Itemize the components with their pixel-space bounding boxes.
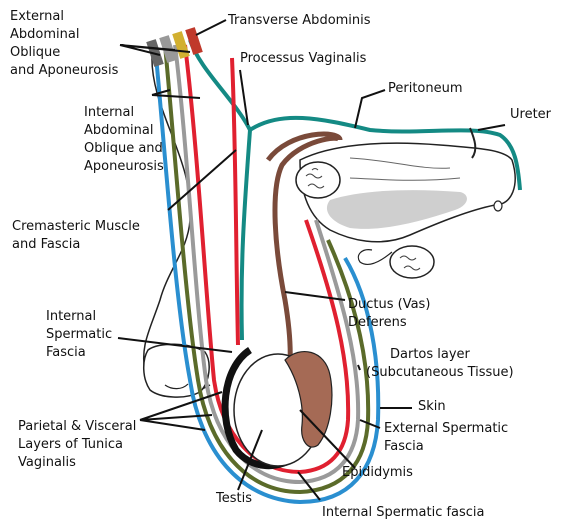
label-transverse-abdominis: Transverse Abdominis	[227, 13, 371, 28]
label-tunica-vaginalis: Parietal & Visceral Layers of Tunica Vag…	[18, 419, 140, 470]
label-external-spermatic: External Spermatic Fascia	[384, 421, 512, 454]
label-peritoneum: Peritoneum	[388, 81, 463, 96]
label-external-oblique: External Abdominal Oblique and Aponeuros…	[10, 9, 119, 78]
cremasteric-layer	[232, 58, 238, 345]
label-processus-vaginalis: Processus Vaginalis	[240, 51, 367, 66]
label-internal-spermatic-left: Internal Spermatic Fascia	[46, 309, 116, 360]
label-testis: Testis	[215, 491, 252, 506]
label-internal-oblique: Internal Abdominal Oblique and Aponeuros…	[84, 105, 167, 174]
label-ureter: Ureter	[510, 107, 552, 122]
cord-section-lower	[390, 246, 434, 278]
label-epididymis: Epididymis	[342, 465, 413, 480]
label-ductus-deferens: Ductus (Vas) Deferens	[348, 297, 435, 330]
label-internal-spermatic-bottom: Internal Spermatic fascia	[322, 505, 485, 520]
label-cremasteric: Cremasteric Muscle and Fascia	[12, 219, 144, 252]
cord-section-upper	[296, 162, 340, 198]
label-dartos: Dartos layer (Subcutaneous Tissue)	[366, 347, 514, 380]
label-skin: Skin	[418, 399, 446, 414]
bladder-shadow	[327, 190, 467, 229]
processus-vaginalis-layer	[242, 130, 250, 340]
